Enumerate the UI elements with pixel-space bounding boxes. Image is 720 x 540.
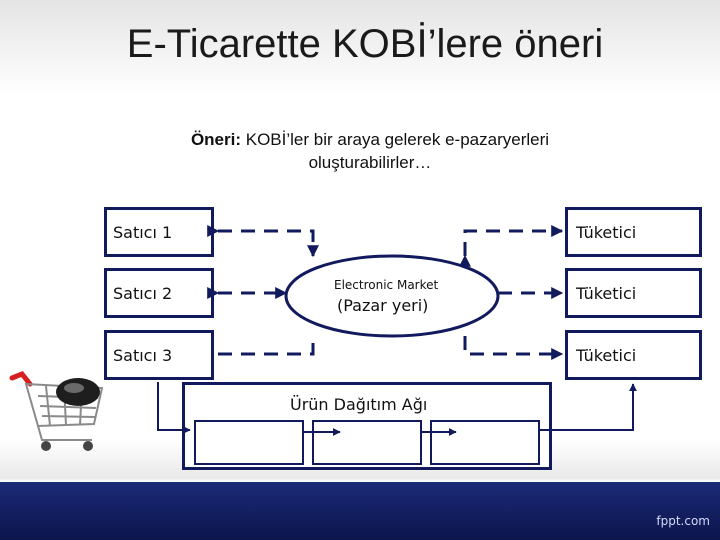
arrow-market-consumer3: [465, 336, 562, 354]
brand-watermark: fppt.com: [656, 514, 710, 528]
footer-band: [0, 482, 720, 540]
arrow-seller3-distribution: [158, 382, 190, 430]
shopping-cart-icon: [8, 360, 128, 460]
market-subtitle: (Pazar yeri): [337, 296, 428, 315]
market-title: Electronic Market: [334, 278, 438, 292]
arrow-market-consumer1: [465, 231, 562, 256]
arrow-seller3-market: [218, 336, 313, 354]
arrow-seller1-market: [218, 231, 313, 256]
arrow-distribution-consumer3: [540, 384, 633, 430]
